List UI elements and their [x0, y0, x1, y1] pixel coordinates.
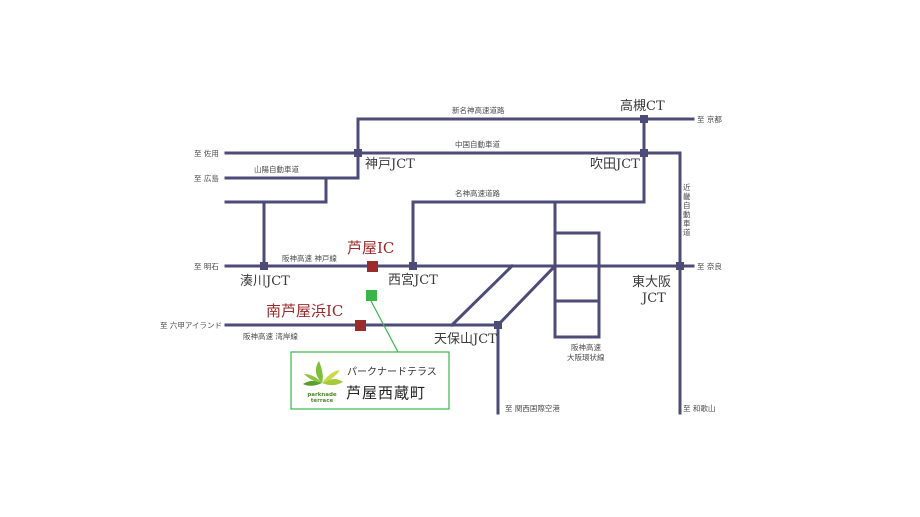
road-labels: 新名神高速道路 中国自動車道 山陽自動車道 名神高速道路 阪神高速 神戸線 阪神… — [243, 105, 691, 362]
road-label-shin-meishin: 新名神高速道路 — [452, 105, 505, 115]
road-label-kinki-char: 動 — [683, 210, 691, 219]
road-meishin — [411, 200, 557, 268]
building-kana: パークナードテラス — [347, 366, 437, 378]
dest-kansai-airport: 至 関西国際空港 — [505, 403, 560, 413]
jct-marker-tenpozan — [494, 321, 502, 329]
dest-nara: 至 奈良 — [697, 261, 722, 271]
dest-sayo: 至 佐用 — [194, 148, 219, 158]
road-shin-meishin — [356, 117, 695, 155]
label-higashiosaka-line2: JCT — [640, 291, 666, 306]
dest-hiroshima: 至 広島 — [194, 173, 219, 183]
road-label-chugoku: 中国自動車道 — [455, 139, 500, 149]
road-label-kinki: 近 畿 自 動 車 道 — [683, 182, 691, 237]
road-label-kinki-char: 畿 — [683, 191, 691, 201]
road-label-hanshin-osaka-line1: 阪神高速 — [571, 342, 601, 352]
road-sanyo-lower — [224, 176, 328, 204]
building-name: 芦屋西蔵町 — [346, 384, 426, 402]
road-label-kinki-char: 自 — [683, 200, 691, 210]
road-label-kinki-char: 道 — [683, 227, 691, 237]
jct-marker-takatsuki — [640, 115, 648, 123]
road-label-hanshin-kobe: 阪神高速 神戸線 — [282, 253, 337, 263]
ic-marker-ashiya — [367, 261, 378, 272]
parknade-logo-icon — [303, 361, 343, 386]
label-ashiya-ic: 芦屋IC — [347, 239, 394, 257]
road-label-kinki-char: 車 — [683, 218, 691, 228]
destinations: 至 京都 至 佐用 至 広島 至 明石 至 六甲アイランド 至 奈良 至 関西国… — [160, 114, 722, 413]
label-tenpozan-jct: 天保山JCT — [434, 332, 497, 347]
road-label-meishin: 名神高速道路 — [455, 188, 500, 198]
logo-text-line1: parknade — [307, 392, 337, 398]
ic-marker-minami-ashiyahama — [355, 320, 366, 331]
label-higashiosaka-line1: 東大阪 — [632, 274, 671, 290]
road-label-sanyo: 山陽自動車道 — [254, 164, 299, 174]
jct-marker-minatogawa — [260, 262, 268, 270]
jct-marker-nishinomiya — [409, 262, 417, 270]
road-chugoku — [224, 151, 682, 415]
label-nishinomiya-jct: 西宮JCT — [388, 272, 438, 288]
junction-labels: 高槻CT 神戸JCT 吹田JCT 湊川JCT 西宮JCT 東大阪 JCT 天保山… — [240, 98, 671, 347]
jct-marker-suita — [640, 149, 648, 157]
dest-wakayama: 至 和歌山 — [683, 403, 715, 413]
road-label-hanshin-wangan: 阪神高速 湾岸線 — [243, 331, 298, 341]
logo-text-line2: terrace — [311, 398, 334, 404]
jct-marker-kobe — [354, 149, 362, 157]
dest-kyoto: 至 京都 — [697, 114, 722, 124]
label-suita-jct: 吹田JCT — [590, 157, 640, 172]
road-diagonal-1 — [449, 263, 515, 328]
road-takatsuki-suita — [553, 117, 646, 204]
dest-rokko-island: 至 六甲アイランド — [160, 320, 222, 330]
label-minami-ashiyahama-ic: 南芦屋浜IC — [266, 302, 343, 320]
road-diagonal-2 — [495, 263, 558, 328]
road-label-hanshin-osaka-line2: 大阪環状線 — [567, 352, 605, 362]
property-marker — [366, 290, 377, 301]
property-leader-line — [370, 300, 399, 353]
junction-markers — [260, 115, 684, 329]
label-kobe-jct: 神戸JCT — [365, 157, 415, 172]
road-sanyo — [224, 151, 360, 180]
property-callout: parknade terrace パークナードテラス 芦屋西蔵町 — [290, 351, 450, 410]
dest-akashi: 至 明石 — [194, 262, 219, 271]
road-osaka-loop — [553, 231, 601, 339]
label-takatsuki-ct: 高槻CT — [620, 98, 665, 114]
road-label-kinki-char: 近 — [683, 182, 691, 192]
jct-marker-higashiosaka — [676, 262, 684, 270]
label-minatogawa-jct: 湊川JCT — [240, 274, 290, 289]
